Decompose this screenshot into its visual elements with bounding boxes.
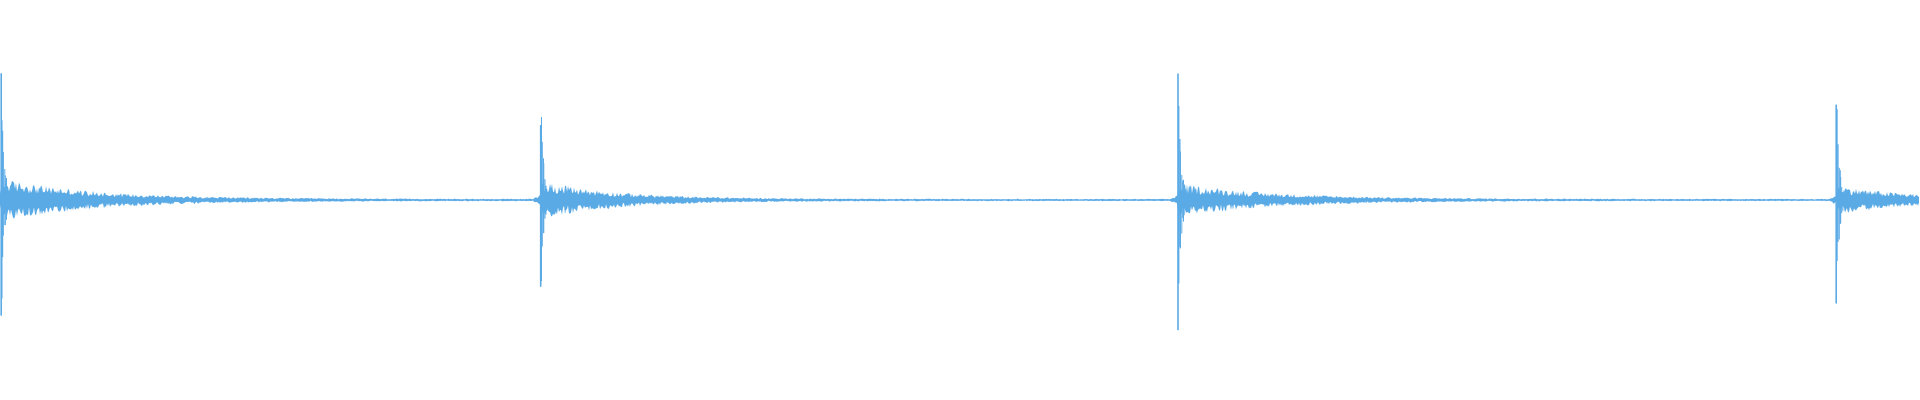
waveform-envelope xyxy=(0,180,1919,222)
waveform-transients xyxy=(0,73,1853,331)
